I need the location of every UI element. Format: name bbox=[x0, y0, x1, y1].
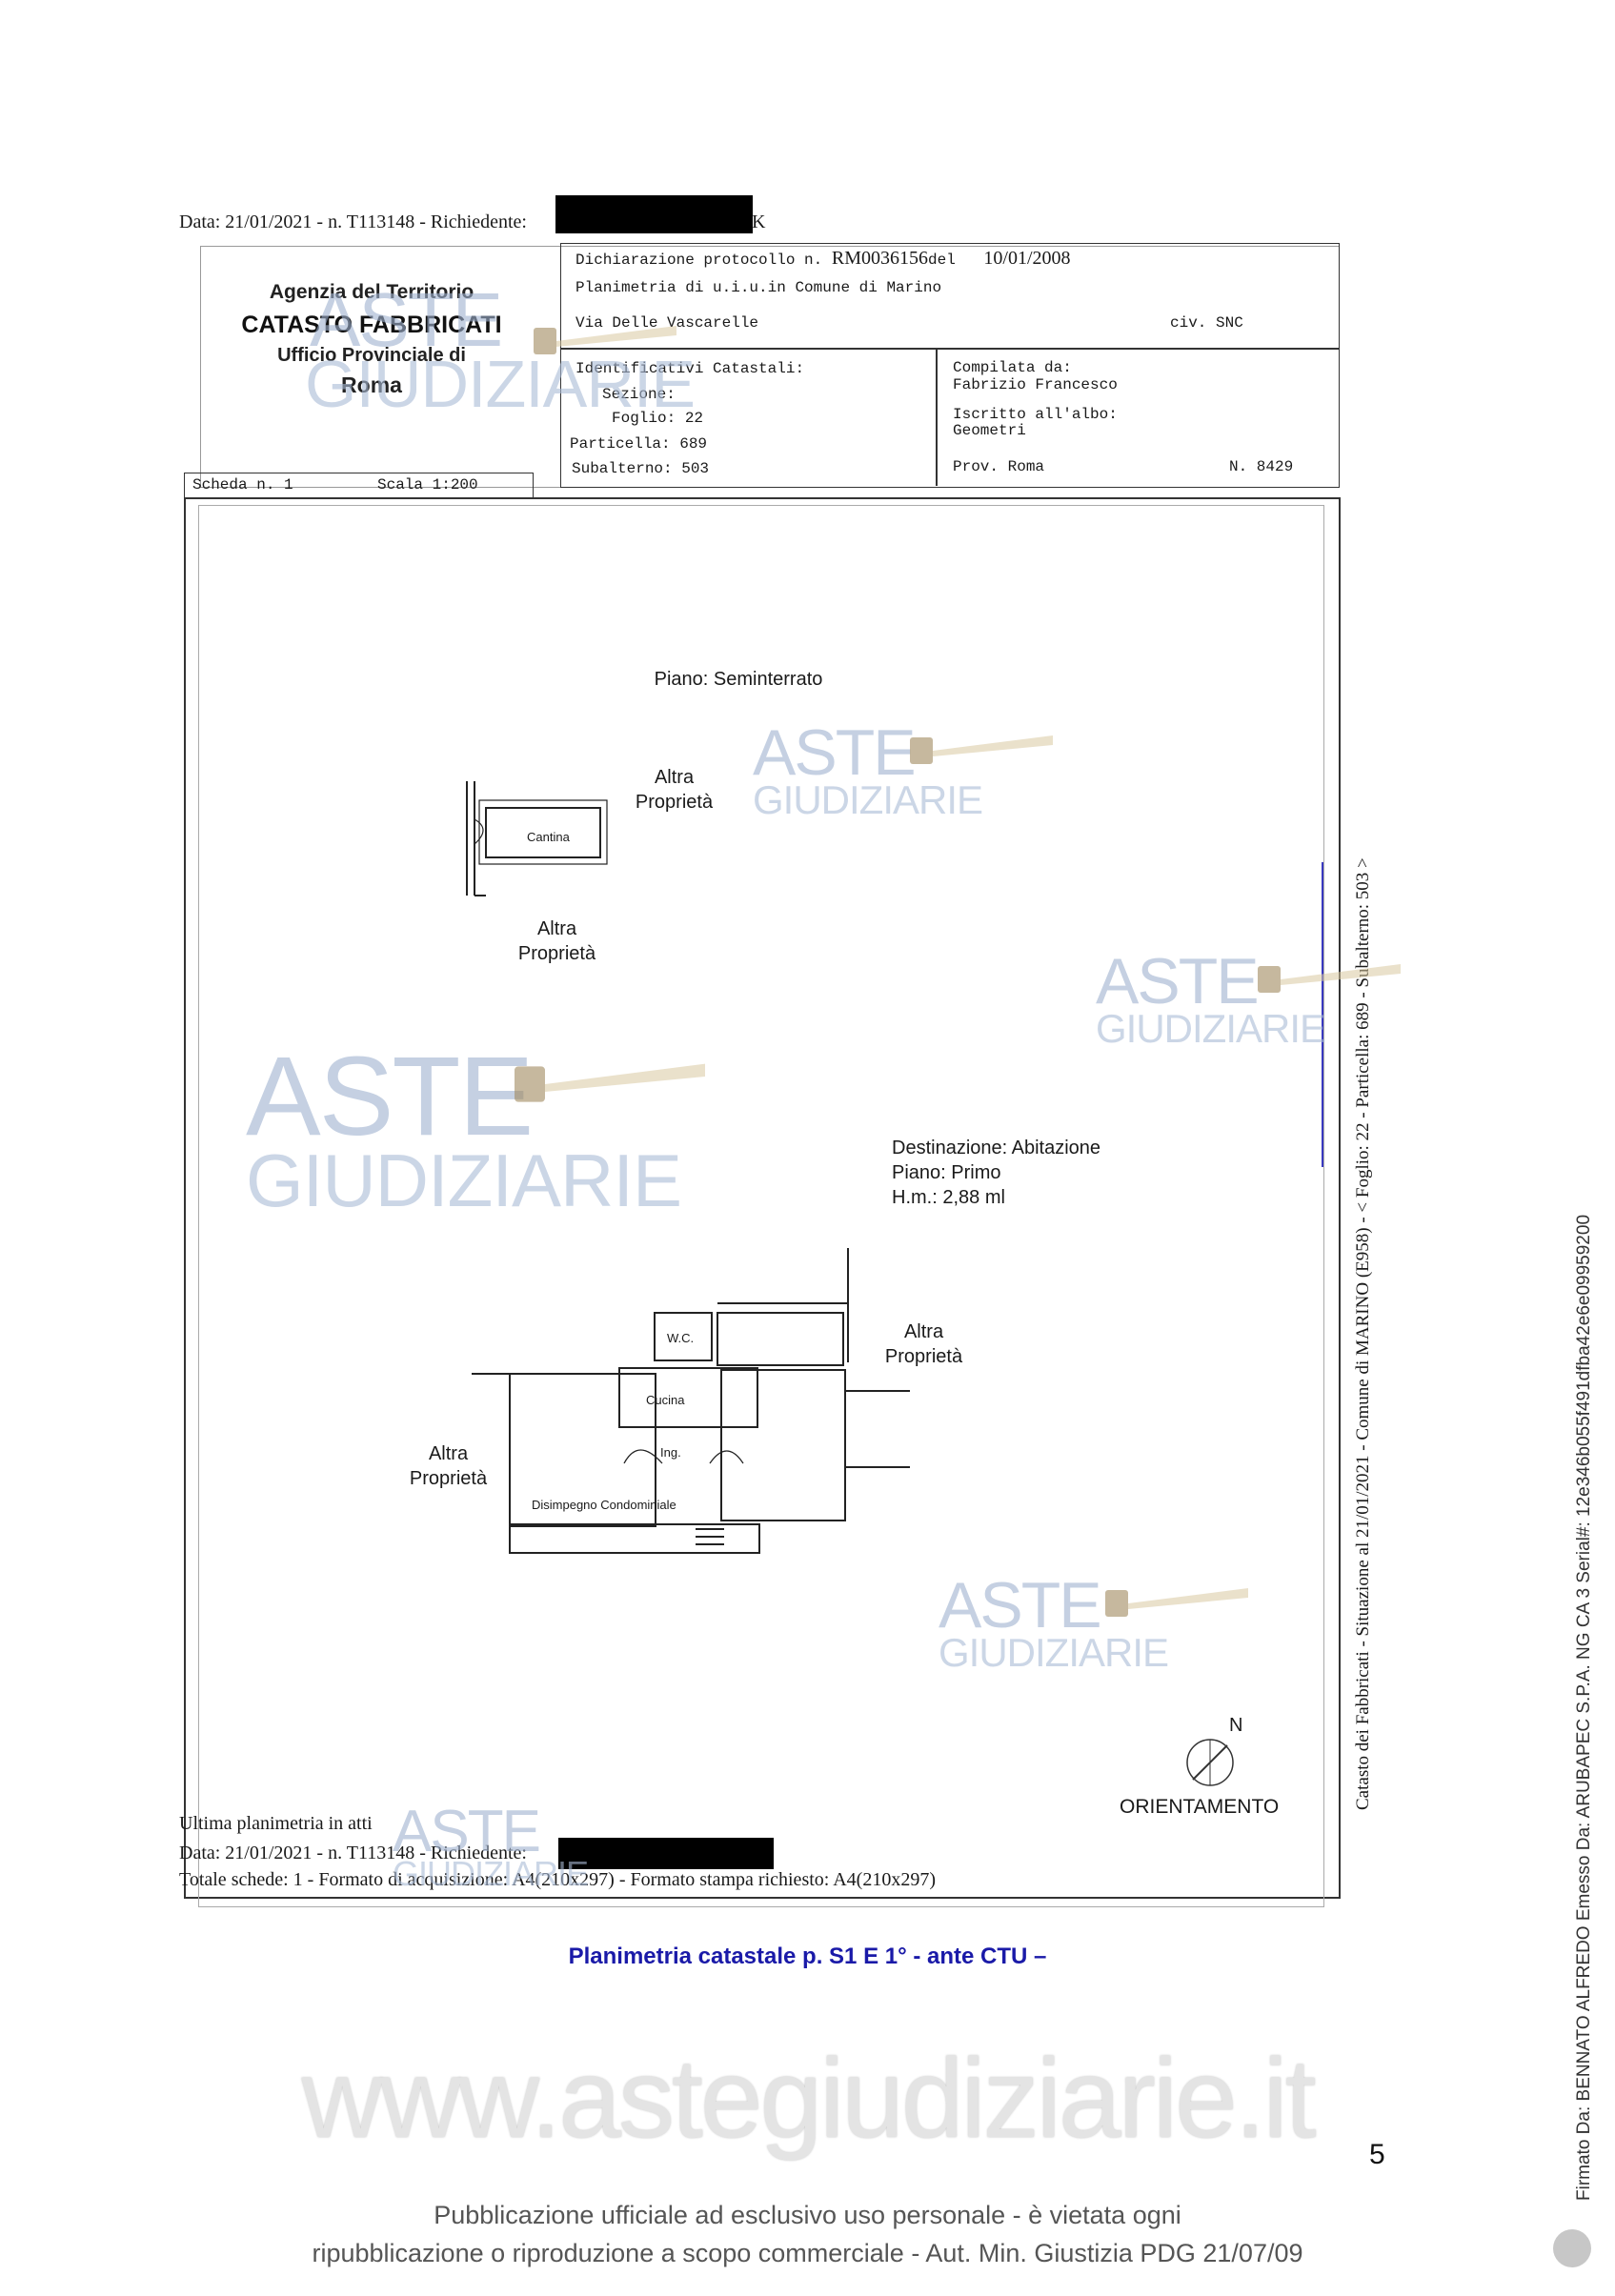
caption: Planimetria catastale p. S1 E 1° - ante … bbox=[568, 1944, 1047, 1969]
scheda: Scheda n. 1 bbox=[192, 476, 293, 493]
header-line: Data: 21/01/2021 - n. T113148 - Richiede… bbox=[179, 211, 527, 232]
room-cucina: Cucina bbox=[646, 1393, 685, 1407]
albo-label: Iscritto all'albo: bbox=[953, 406, 1118, 423]
planimetria-line: Planimetria di u.i.u.in Comune di Marino bbox=[575, 279, 942, 296]
drawing-frame-inner bbox=[198, 505, 1324, 1907]
redaction-bottom bbox=[558, 1838, 774, 1869]
foglio: Foglio: 22 bbox=[612, 410, 704, 427]
totale-schede-line: Totale schede: 1 - Formato di acquisizio… bbox=[179, 1869, 936, 1890]
agency-name: Agenzia del Territorio bbox=[269, 281, 474, 303]
gavel-icon bbox=[534, 326, 676, 354]
redaction-top bbox=[555, 195, 753, 233]
room-cantina: Cantina bbox=[527, 830, 570, 844]
gavel-icon bbox=[515, 1063, 705, 1102]
page-number: 5 bbox=[1369, 2139, 1385, 2170]
particella: Particella: 689 bbox=[570, 435, 708, 453]
side-catasto-text: Catasto dei Fabbricati - Situazione al 2… bbox=[1353, 857, 1373, 1810]
address-line: Via Delle Vascarelle bbox=[575, 314, 759, 332]
sezione: Sezione: bbox=[602, 386, 676, 403]
ultima-planimetria: Ultima planimetria in atti bbox=[179, 1813, 373, 1834]
bottom-date-line: Data: 21/01/2021 - n. T113148 - Richiede… bbox=[179, 1843, 527, 1863]
north-arrow-icon bbox=[1186, 1739, 1234, 1786]
piano-seminterrato: Piano: Seminterrato bbox=[654, 669, 823, 690]
ufficio-label: Ufficio Provinciale di bbox=[277, 345, 466, 366]
orientamento-label: ORIENTAMENTO bbox=[1120, 1796, 1280, 1818]
digital-signature: Firmato Da: BENNATO ALFREDO Emesso Da: A… bbox=[1574, 1214, 1594, 2201]
compiled-name: Fabrizio Francesco bbox=[953, 376, 1118, 393]
north-label: N bbox=[1229, 1715, 1243, 1736]
declaration-box bbox=[560, 243, 1340, 350]
footer-line-1: Pubblicazione ufficiale ad esclusivo uso… bbox=[434, 2201, 1181, 2229]
gavel-icon bbox=[1258, 964, 1401, 993]
prov: Prov. Roma bbox=[953, 458, 1045, 475]
scala: Scala 1:200 bbox=[377, 476, 478, 493]
gavel-icon bbox=[1105, 1588, 1248, 1617]
header-tail: K bbox=[752, 211, 766, 232]
compiled-label: Compilata da: bbox=[953, 359, 1072, 376]
agency-block: Agenzia del Territorio CATASTO FABBRICAT… bbox=[200, 281, 543, 398]
albo-value: Geometri bbox=[953, 422, 1026, 439]
gavel-icon bbox=[910, 735, 1053, 764]
catasto-title: CATASTO FABBRICATI bbox=[241, 312, 502, 338]
civ-line: civ. SNC bbox=[1170, 314, 1243, 332]
room-ingresso: Ing. bbox=[660, 1445, 681, 1460]
seal-icon bbox=[1553, 2229, 1591, 2267]
drawing-frame bbox=[184, 497, 1341, 1899]
protocol-line: Dichiarazione protocollo n. RM0036156del… bbox=[575, 248, 1071, 269]
disimpegno-condominiale: Disimpegno Condominiale bbox=[532, 1498, 676, 1512]
identifiers-box bbox=[560, 348, 1340, 488]
cantina-plan bbox=[466, 781, 608, 896]
identifiers-title: Identificativi Catastali: bbox=[575, 360, 805, 377]
apartment-plan bbox=[472, 1248, 910, 1554]
albo-number: N. 8429 bbox=[1229, 458, 1294, 475]
website-watermark: www.astegiudiziarie.it bbox=[301, 2036, 1316, 2162]
side-blue-line bbox=[1322, 862, 1323, 1167]
destinazione-block: Destinazione: Abitazione Piano: Primo H.… bbox=[892, 1138, 1101, 1208]
ufficio-city: Roma bbox=[341, 373, 402, 397]
room-wc: W.C. bbox=[667, 1331, 695, 1345]
subalterno: Subalterno: 503 bbox=[572, 460, 710, 477]
footer-line-2: ripubblicazione o riproduzione a scopo c… bbox=[312, 2239, 1303, 2267]
